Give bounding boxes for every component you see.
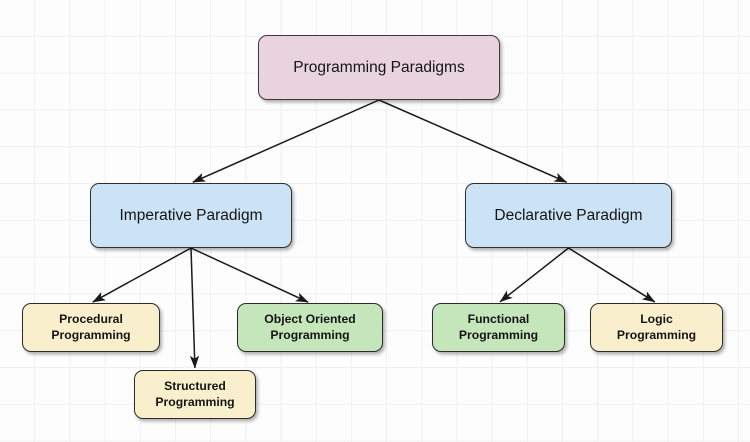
edge-imperative-paradigm-to-procedural-programming bbox=[92, 247, 192, 303]
edge-programming-paradigms-to-imperative-paradigm bbox=[192, 99, 380, 183]
edge-imperative-paradigm-to-object-oriented-programming bbox=[190, 247, 309, 303]
node-imperative-paradigm[interactable]: Imperative Paradigm bbox=[90, 183, 292, 248]
node-label: Programming Paradigms bbox=[293, 58, 465, 76]
node-declarative-paradigm[interactable]: Declarative Paradigm bbox=[465, 183, 672, 248]
node-functional-programming[interactable]: Functional Programming bbox=[432, 303, 565, 352]
node-label: Imperative Paradigm bbox=[119, 206, 263, 224]
edge-declarative-paradigm-to-logic-programming bbox=[568, 247, 656, 303]
node-label: Functional Programming bbox=[458, 312, 539, 342]
edge-programming-paradigms-to-declarative-paradigm bbox=[378, 99, 568, 183]
node-programming-paradigms[interactable]: Programming Paradigms bbox=[258, 35, 500, 100]
node-logic-programming[interactable]: Logic Programming bbox=[590, 303, 723, 352]
node-label: Structured Programming bbox=[155, 379, 235, 409]
node-label: Logic Programming bbox=[616, 312, 697, 342]
edge-declarative-paradigm-to-functional-programming bbox=[499, 247, 569, 303]
node-procedural-programming[interactable]: Procedural Programming bbox=[22, 303, 160, 352]
node-label: Object Oriented Programming bbox=[264, 312, 356, 342]
edge-imperative-paradigm-to-structured-programming bbox=[189, 247, 200, 369]
node-object-oriented-programming[interactable]: Object Oriented Programming bbox=[237, 303, 383, 352]
node-label: Declarative Paradigm bbox=[494, 206, 643, 224]
node-label: Procedural Programming bbox=[51, 312, 131, 342]
node-structured-programming[interactable]: Structured Programming bbox=[134, 370, 256, 419]
